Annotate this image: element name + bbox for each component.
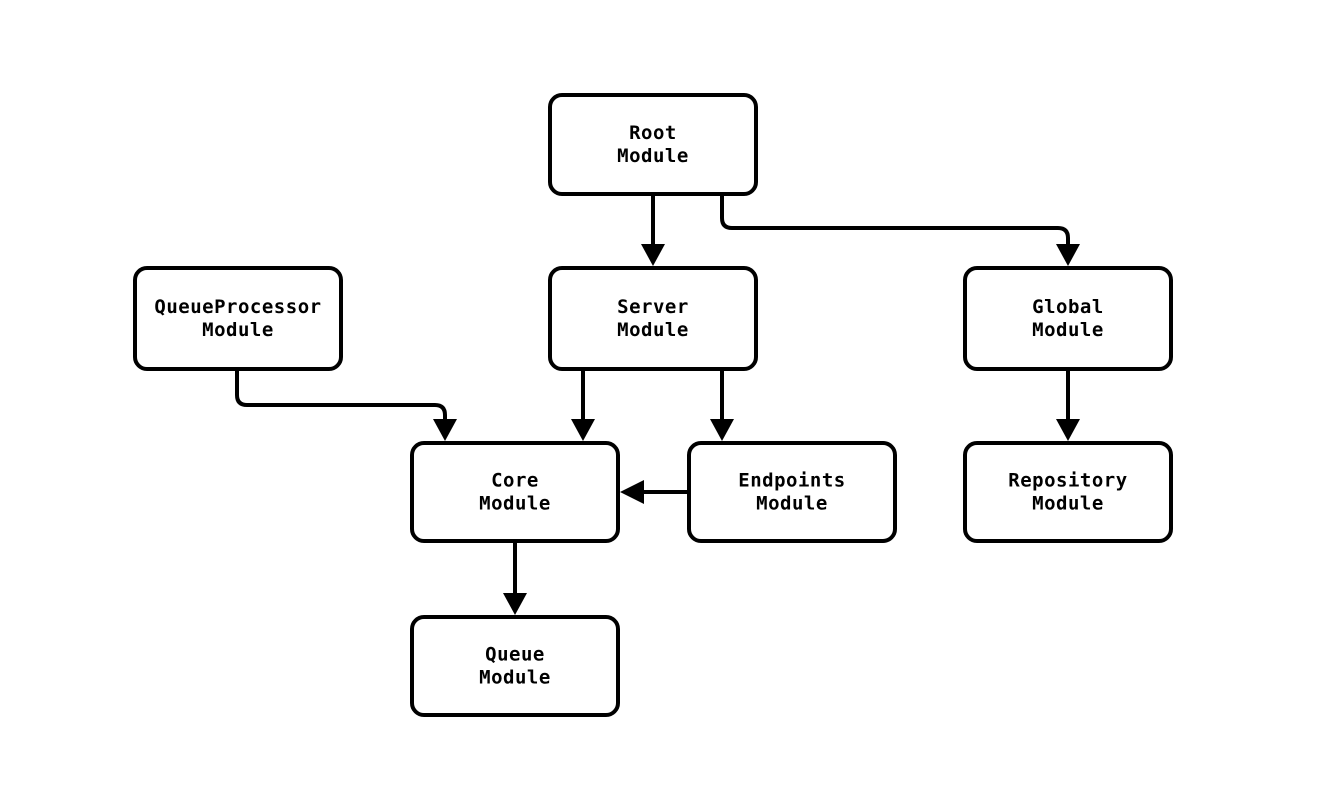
- node-label-line1: Server: [617, 296, 689, 318]
- edge-core-to-queue: [503, 543, 527, 615]
- arrowhead-icon: [620, 480, 644, 504]
- edge-root-to-global: [720, 196, 1080, 266]
- node-label-line2: Module: [202, 319, 274, 341]
- node-label-line2: Module: [479, 667, 551, 689]
- node-label-line1: Root: [629, 122, 677, 144]
- node-label-line2: Module: [617, 319, 689, 341]
- node-label-line1: Core: [491, 470, 539, 492]
- node-box-server[interactable]: [548, 266, 758, 371]
- edge-global-to-repository: [1056, 371, 1080, 441]
- edge-server-to-endpoints: [710, 371, 734, 441]
- node-box-queue[interactable]: [410, 615, 620, 717]
- node-label-line2: Module: [756, 493, 828, 515]
- node-label-line2: Module: [1032, 319, 1104, 341]
- node-label-line1: QueueProcessor: [154, 296, 321, 318]
- node-label-line2: Module: [479, 493, 551, 515]
- node-label-line1: Endpoints: [738, 470, 845, 492]
- arrowhead-icon: [1056, 419, 1080, 441]
- node-box-endpoints[interactable]: [687, 441, 897, 543]
- edge-queueprocessor-to-core: [235, 371, 457, 441]
- arrowhead-icon: [1056, 244, 1080, 266]
- node-label-line1: Global: [1032, 296, 1104, 318]
- arrowhead-icon: [433, 419, 457, 441]
- node-box-global[interactable]: [963, 266, 1173, 371]
- arrowhead-icon: [571, 419, 595, 441]
- edges-layer: [235, 196, 1080, 615]
- nodes-layer: RootModuleQueueProcessorModuleServerModu…: [133, 93, 1173, 717]
- node-label-line2: Module: [617, 145, 689, 167]
- edge-line: [235, 371, 447, 429]
- node-box-repository[interactable]: [963, 441, 1173, 543]
- node-label-line2: Module: [1032, 493, 1104, 515]
- node-box-queueprocessor[interactable]: [133, 266, 343, 371]
- edge-endpoints-to-core: [620, 480, 687, 504]
- node-box-core[interactable]: [410, 441, 620, 543]
- edge-root-to-server: [641, 196, 665, 266]
- node-label-line1: Queue: [485, 644, 545, 666]
- arrowhead-icon: [641, 244, 665, 266]
- arrowhead-icon: [503, 593, 527, 615]
- node-box-root[interactable]: [548, 93, 758, 196]
- edge-line: [720, 196, 1070, 254]
- arrowhead-icon: [710, 419, 734, 441]
- node-label-line1: Repository: [1008, 470, 1127, 492]
- edge-server-to-core: [571, 371, 595, 441]
